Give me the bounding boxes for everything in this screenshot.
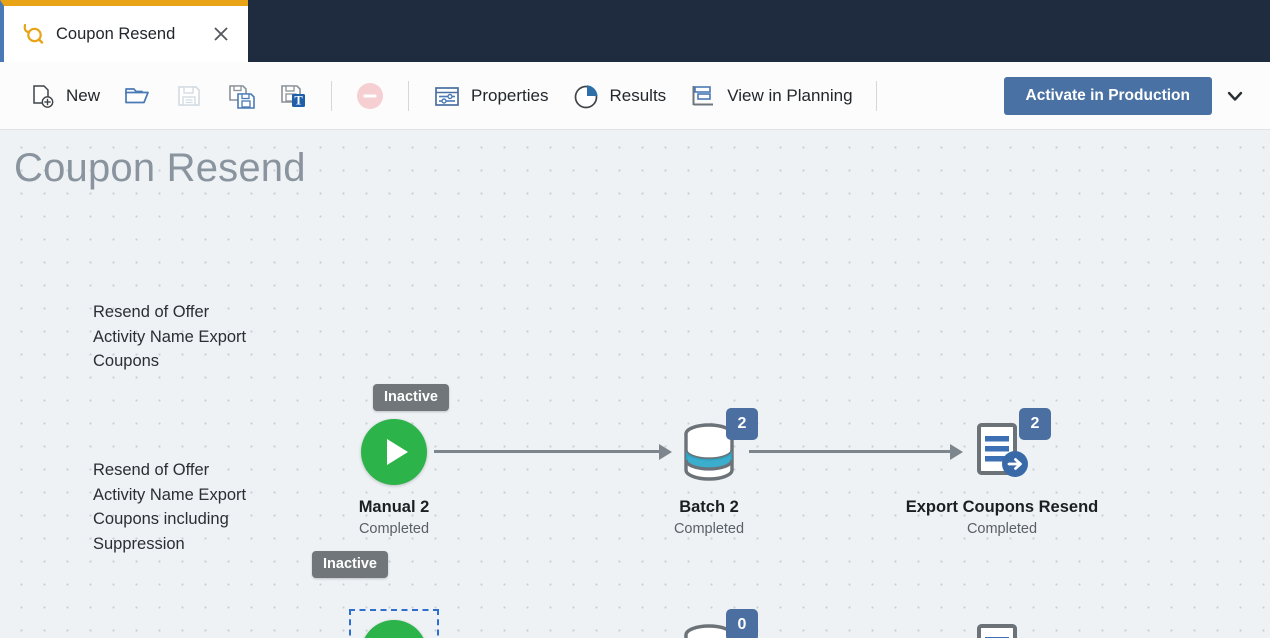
row-1-description: Resend of Offer Activity Name Export Cou…	[93, 303, 247, 370]
toolbar-separator-3	[875, 80, 877, 111]
node-status: Completed	[673, 521, 745, 537]
node-batch-2-caption: Batch 2 Completed	[559, 498, 859, 537]
new-document-icon	[27, 81, 57, 111]
connector-arrow-row1-1	[659, 443, 672, 460]
node-name: Batch 2	[679, 498, 739, 516]
save-as-template-icon: T	[278, 81, 308, 111]
svg-text:T: T	[294, 93, 303, 107]
save-icon	[174, 81, 204, 111]
tab-label: Coupon Resend	[56, 24, 176, 43]
properties-button[interactable]: Properties	[421, 75, 559, 117]
save-as-template-button[interactable]: T	[267, 75, 319, 117]
node-manual-2-body[interactable]	[349, 407, 439, 497]
toolbar-separator-2	[408, 80, 410, 111]
database-icon	[684, 624, 734, 638]
close-icon[interactable]	[212, 25, 230, 43]
play-circle-icon[interactable]	[361, 620, 427, 638]
view-in-planning-button[interactable]: View in Planning	[677, 75, 863, 117]
node-name: Export Coupons Resend	[905, 498, 1099, 516]
window-tab-bar: Coupon Resend	[0, 0, 1270, 62]
count-badge: 2	[1019, 408, 1051, 440]
connector-row1-manual-batch	[434, 450, 664, 453]
pie-chart-icon	[571, 81, 601, 111]
play-circle-icon[interactable]	[361, 419, 427, 485]
status-badge-inactive: Inactive	[312, 551, 388, 578]
node-export-caption: Export Coupons Resend Completed	[852, 498, 1152, 537]
activate-in-production-button[interactable]: Activate in Production	[1003, 76, 1212, 115]
count-badge: 2	[726, 408, 758, 440]
coupon-loop-icon	[20, 21, 46, 47]
chevron-down-icon[interactable]	[1218, 79, 1252, 113]
save-as-icon	[226, 81, 256, 111]
workflow-canvas[interactable]: Coupon Resend Resend of Offer Activity N…	[0, 130, 1270, 638]
count-badge: 0	[726, 609, 758, 638]
save-button	[163, 75, 215, 117]
node-status: Completed	[358, 521, 430, 537]
delete-button	[344, 75, 396, 117]
view-in-planning-button-label: View in Planning	[727, 85, 853, 105]
connector-row1-batch-export	[749, 450, 955, 453]
save-as-button[interactable]	[215, 75, 267, 117]
export-document-icon	[977, 624, 1017, 638]
properties-button-label: Properties	[471, 85, 549, 105]
node-export-2-body[interactable]	[957, 608, 1047, 638]
node-batch-2-body[interactable]	[664, 407, 754, 497]
open-folder-icon	[122, 81, 152, 111]
node-name: Manual 2	[358, 498, 430, 516]
play-triangle	[387, 439, 408, 465]
page-title: Coupon Resend	[14, 146, 306, 190]
node-manual-2-caption: Manual 2 Completed	[244, 498, 544, 537]
status-badge-inactive: Inactive	[373, 384, 449, 411]
results-button-label: Results	[609, 85, 667, 105]
main-toolbar: New	[0, 62, 1270, 130]
connector-arrow-row1-2	[950, 443, 963, 460]
properties-icon	[432, 81, 462, 111]
node-status: Completed	[966, 521, 1038, 537]
node-batch-2-2-body[interactable]	[664, 608, 754, 638]
toolbar-separator-1	[331, 80, 333, 111]
delete-circle-icon	[355, 81, 385, 111]
open-button[interactable]	[111, 75, 163, 117]
new-button[interactable]: New	[16, 75, 111, 117]
tab-coupon-resend[interactable]: Coupon Resend	[0, 0, 248, 62]
node-export-body[interactable]	[957, 407, 1047, 497]
database-icon	[684, 423, 734, 481]
gantt-icon	[688, 81, 718, 111]
node-manual-body[interactable]	[349, 608, 439, 638]
results-button[interactable]: Results	[560, 75, 678, 117]
export-document-icon	[977, 423, 1028, 477]
row-2-description: Resend of Offer Activity Name Export Cou…	[93, 461, 247, 553]
new-button-label: New	[66, 85, 101, 105]
